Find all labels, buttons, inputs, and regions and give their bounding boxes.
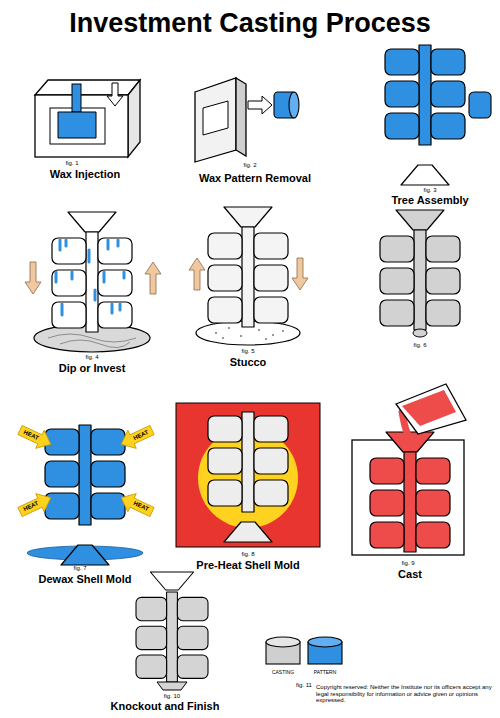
heat-arrow [117, 421, 156, 453]
up-arrow [145, 262, 161, 294]
diagram-title: Investment Casting Process [30, 8, 470, 38]
heat-arrow [16, 421, 55, 453]
flask [352, 440, 464, 555]
slurry-swirl [48, 334, 136, 348]
cast-panel [352, 384, 466, 555]
step-caption: Knockout and Finish [80, 700, 250, 712]
wax-fill [58, 112, 96, 138]
step-caption: Tree Assembly [365, 194, 495, 206]
ladle [396, 384, 466, 434]
step-caption: Wax Injection [20, 168, 150, 180]
figure-number: fig. 6 [390, 342, 450, 349]
die-half [195, 78, 236, 162]
part-label: CASTING [258, 670, 308, 676]
tree-patterns [52, 232, 132, 332]
pouring-cup [68, 212, 116, 232]
down-arrow [25, 262, 41, 294]
sprue-end [413, 329, 427, 337]
open-die [195, 78, 299, 162]
dip-tree [25, 212, 161, 352]
molten-metal [402, 390, 456, 426]
tree-base [157, 682, 187, 690]
casting-top [266, 637, 300, 647]
wax-nozzle [72, 84, 81, 112]
press-arrow [107, 83, 123, 106]
heat-arrow [117, 489, 156, 521]
pouring-cup [401, 165, 449, 185]
figure-number: fig. 10 [142, 693, 202, 700]
down-arrow [292, 258, 308, 290]
figure-number: fig. 3 [400, 187, 460, 194]
die-edge [236, 78, 246, 156]
tree-patterns [208, 412, 288, 512]
wax-tree [385, 45, 491, 185]
pouring-cup [396, 210, 444, 230]
injection-machine [35, 80, 140, 157]
tree-patterns [385, 45, 465, 145]
heat-label: HEAT [129, 498, 154, 514]
step-caption: Dewax Shell Mold [10, 573, 160, 585]
coated-tree [380, 210, 460, 337]
tree-patterns [45, 425, 125, 525]
heat-label: HEAT [129, 427, 154, 443]
tree-patterns [370, 452, 450, 552]
copyright-note: Copyright reserved: Neither the Institut… [316, 684, 496, 704]
figure-number: fig. 9 [378, 560, 438, 567]
figure-number: fig. 8 [218, 551, 278, 558]
heat-label: HEAT [19, 427, 44, 443]
dewax-tree [16, 421, 156, 565]
step-caption: Cast [370, 568, 450, 580]
removed-cup [150, 572, 193, 590]
stucco-tree [189, 207, 308, 345]
slurry-drips [56, 240, 124, 315]
figure-number: fig. 7 [50, 565, 110, 572]
die-cavity [203, 101, 228, 135]
pouring-cup [224, 522, 272, 542]
figure-number: fig. 4 [62, 354, 122, 361]
wax-pattern-end [289, 92, 299, 118]
casting-pattern [266, 637, 342, 664]
machine-side [128, 80, 140, 157]
step-caption: Dip or Invest [27, 362, 157, 374]
step-caption: Wax Pattern Removal [170, 172, 340, 184]
figure-number: fig. 2 [220, 162, 280, 169]
tree-patterns [208, 227, 288, 327]
tree-castings [136, 592, 208, 682]
tree-patterns [380, 230, 460, 330]
die-cavity [50, 108, 105, 144]
removal-arrow [248, 96, 272, 114]
figure-number: fig. 5 [218, 348, 278, 355]
step-caption: Pre-Heat Shell Mold [163, 559, 333, 571]
knockout-tree [136, 572, 208, 690]
heat-arrow [16, 489, 55, 521]
extra-pattern [469, 92, 491, 118]
step-caption: Stucco [193, 356, 303, 368]
part-label: PATTERN [300, 670, 350, 676]
furnace-square [176, 403, 320, 547]
pattern-top [308, 637, 342, 647]
up-arrow [189, 258, 205, 290]
pouring-cup [61, 545, 109, 565]
machine-top [35, 80, 140, 95]
preheat-panel [176, 403, 320, 547]
stucco-grains [215, 328, 284, 339]
heat-label: HEAT [19, 498, 44, 514]
figure-number: fig. 1 [42, 160, 102, 167]
pouring-cup [224, 207, 272, 227]
